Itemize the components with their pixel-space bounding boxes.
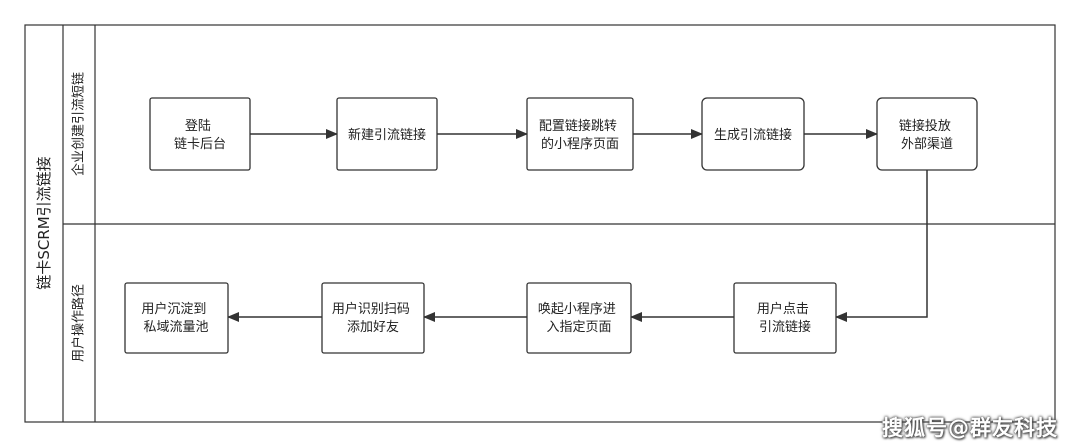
node-line: 用户沉淀到 [141,301,206,317]
svg-text:链接投放 外部渠道: 链接投放 外部渠道 [899,118,955,152]
node-login-backend: 登陆 链卡后台 [149,97,251,171]
svg-text:用户沉淀到 私域流量池: 用户沉淀到 私域流量池 [141,301,210,335]
node-box [876,97,978,171]
node-box [124,282,229,354]
node-user-click: 用户点击 引流链接 [733,282,837,354]
node-line: 的小程序页面 [541,136,619,152]
svg-text:唤起小程序进 入指定页面: 唤起小程序进 入指定页面 [538,302,620,335]
node-line: 新建引流链接 [348,127,426,143]
node-line: 私域流量池 [143,320,208,335]
node-line: 添加好友 [347,319,399,335]
lane-label-user: 用户操作路径 [71,284,87,362]
node-config-miniprogram: 配置链接跳转 的小程序页面 [526,97,634,171]
node-open-miniprogram: 唤起小程序进 入指定页面 [526,282,632,354]
node-line: 配置链接跳转 [539,118,617,134]
lane-label-enterprise: 企业创建引流短链 [71,72,87,176]
node-generate-link: 生成引流链接 [701,97,805,171]
node-line: 链卡后台 [174,137,226,152]
svg-text:配置链接跳转 的小程序页面: 配置链接跳转 的小程序页面 [539,118,621,152]
node-line: 生成引流链接 [714,127,792,143]
node-line: 链接投放 [899,118,951,134]
node-line: 用户点击 [757,301,809,317]
node-create-link: 新建引流链接 [336,97,438,171]
node-line: 唤起小程序进 [538,302,616,317]
node-box [526,97,634,171]
watermark-text: 搜狐号@群友科技 [882,416,1058,440]
node-line: 引流链接 [759,319,811,335]
connectors [227,129,928,322]
node-line: 登陆 [185,118,211,134]
svg-text:用户识别扫码 添加好友: 用户识别扫码 添加好友 [332,301,414,335]
node-box [701,97,805,171]
node-scan-add-friend: 用户识别扫码 添加好友 [321,282,425,354]
svg-text:新建引流链接: 新建引流链接 [348,127,426,143]
node-box [149,97,251,171]
arrow-n5-n6 [835,170,928,322]
node-box [321,282,425,354]
node-box [526,282,632,354]
svg-text:登陆 链卡后台: 登陆 链卡后台 [174,118,226,152]
node-line: 外部渠道 [901,137,953,152]
node-line: 用户识别扫码 [332,301,410,317]
node-distribute-channels: 链接投放 外部渠道 [876,97,978,171]
node-box [733,282,837,354]
pool-title: 链卡SCRM引流链接 [35,156,53,289]
svg-text:生成引流链接: 生成引流链接 [714,127,792,143]
node-private-traffic-pool: 用户沉淀到 私域流量池 [124,282,229,354]
svg-text:用户点击 引流链接: 用户点击 引流链接 [757,301,813,335]
node-box [336,97,438,171]
node-line: 入指定页面 [546,320,611,335]
